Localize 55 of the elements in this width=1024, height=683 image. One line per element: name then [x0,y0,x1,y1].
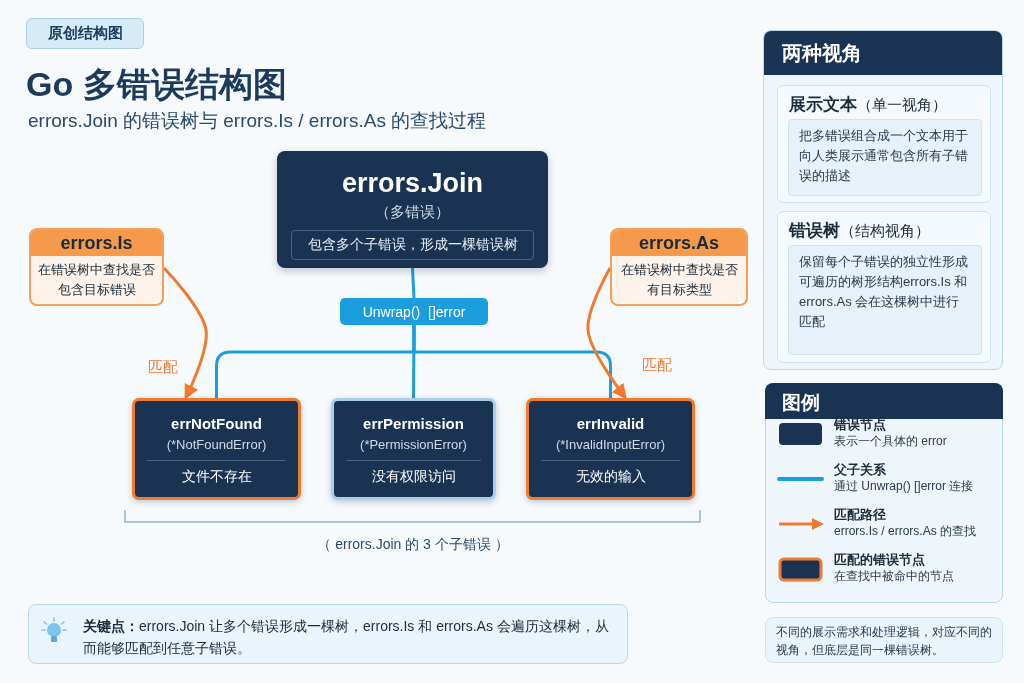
node-subtitle: （多错误） [374,203,451,222]
connector-line [412,325,612,398]
function-box [277,151,548,268]
connector-line [412,325,416,398]
card-header: errors.As [612,230,746,256]
error-type: (*InvalidInputError) [554,437,667,452]
error-node [132,398,301,500]
panel-title: 两种视角 [764,31,1002,75]
tip-text: 关键点：errors.Join 让多个错误形成一棵树，errors.Is 和 errors.As 会遍历这棵树，从而能够匹配到任意子错误。 [83,617,610,658]
legend-title: 图例 [782,391,820,415]
text-box [788,245,982,355]
legend-text: 匹配的错误节点在查找中被命中的节点 [834,551,954,585]
card-description: 在错误树中查找是否包含目标错误 [37,261,156,299]
info-card [777,211,991,363]
error-type: (*NotFoundError) [165,437,268,452]
error-description: 文件不存在 [147,460,286,486]
function-card [29,228,164,306]
connector-line [411,267,416,299]
legend-text: 错误节点表示一个具体的 error [834,416,947,450]
note-text: 不同的展示需求和处理逻辑，对应不同的视角，但底层是同一棵错误树。 [776,624,992,659]
card-text: 把多错误组合成一个文本用于向人类展示通常包含所有子错误的描述 [799,127,969,185]
node-description: 包含多个子错误，形成一棵错误树 [291,230,534,260]
arrow [162,266,208,400]
card-heading: 展示文本（单一视角） [789,94,948,116]
error-description: 没有权限访问 [346,460,481,486]
error-name: errInvalid [575,415,646,432]
card-text: 保留每个子错误的独立性形成可遍历的树形结构errors.Is 和 errors.As 会在这棵树中进行匹配 [799,253,969,331]
edge-label: 匹配 [146,358,180,377]
error-description: 无效的输入 [541,460,680,486]
method-pill [340,298,488,325]
edge-label: 匹配 [640,356,674,375]
legend-text: 匹配路径errors.Is / errors.As 的查找 [834,506,976,540]
note-box [765,617,1003,663]
error-name: errPermission [362,415,465,432]
error-node [526,398,695,500]
card-header: errors.Is [31,230,162,256]
text-box [788,119,982,196]
info-card [777,85,991,203]
page-title: Go 多错误结构图 [26,64,287,105]
badge [26,18,144,49]
error-name: errNotFound [170,415,263,432]
card-description: 在错误树中查找是否有目标类型 [619,261,739,299]
function-name: errors.Join [340,167,485,199]
subtitle: errors.Join 的错误树与 errors.Is / errors.As 的查找过程 [28,109,487,133]
arrow [586,267,627,400]
badge-label: 原创结构图 [47,24,123,43]
tip-box [28,604,628,664]
legend-text: 父子关系通过 Unwrap() []error 连接 [834,461,974,495]
function-card [610,228,748,306]
method-signature: Unwrap() []error [362,303,466,320]
card-heading: 错误树（结构视角） [789,220,931,242]
error-node [331,398,496,500]
error-type: (*PermissionError) [359,437,468,452]
side-panel [763,30,1003,370]
bracket-caption: （ errors.Join 的 3 个子错误 ） [317,536,509,554]
